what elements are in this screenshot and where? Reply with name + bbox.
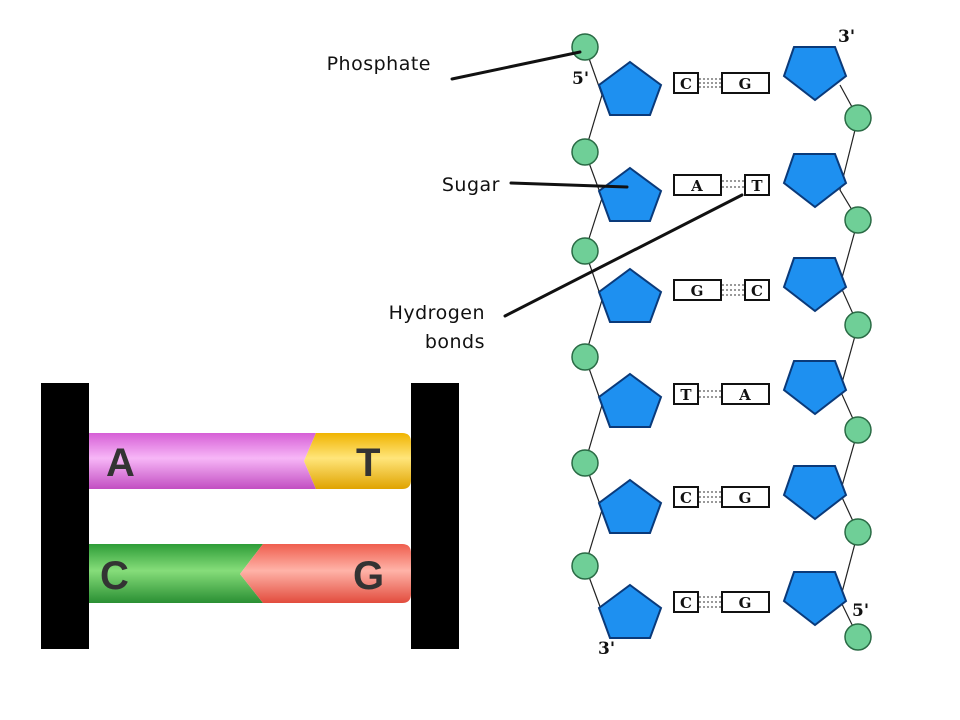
hydrogen-bond-pointer-line [503,193,744,318]
strand-end-bottom-right: 5' [852,601,869,621]
base-letter-left: G [691,282,704,300]
base-box-right [721,72,770,94]
base-letter-right: G [739,594,752,612]
phosphate-circle [844,416,872,444]
base-pair-row: C G [673,486,770,508]
base-box-right [721,591,770,613]
base-pair-row: C G [673,72,770,94]
base-box-right [744,279,770,301]
ladder-rail-left [41,383,89,649]
base-box-left [673,279,722,301]
ladder-model: A T C G [41,383,459,649]
strand-end-top-right: 3' [838,27,855,47]
ladder-letter-adenine: A [106,441,135,485]
base-letter-left: A [690,177,703,195]
right-phosphates [844,104,872,651]
label-phosphate: Phosphate [327,53,431,75]
cytosine-block [89,544,263,603]
adenine-block [89,433,316,489]
sugar-pentagon [597,478,663,534]
sugar-pentagon [597,583,663,639]
base-letter-right: G [739,75,752,93]
right-backbone [839,84,859,638]
phosphate-circle [844,623,872,651]
sugar-pointer-line [509,181,629,189]
base-letter-right: C [751,282,763,300]
base-letter-right: T [751,177,763,195]
strand-end-bottom-left: 3' [598,639,615,659]
label-hydrogen-line1: Hydrogen [389,302,485,324]
thymine-block [304,433,411,489]
phosphate-pointer-line [450,50,582,81]
base-box-left [673,486,699,508]
phosphate-circle [571,138,599,166]
phosphate-circle [571,33,599,61]
left-backbone [584,46,603,613]
left-sugars [597,60,663,639]
base-letter-left: C [680,594,692,612]
base-pair-row: A T [673,174,770,196]
phosphate-circle [844,104,872,132]
base-letter-right: A [738,386,751,404]
base-letter-left: C [680,489,692,507]
base-box-right [744,174,770,196]
sugar-pentagon [597,60,663,116]
phosphate-circle [571,343,599,371]
phosphate-circle [571,237,599,265]
phosphate-circle [844,206,872,234]
ladder-letter-cytosine: C [100,554,129,598]
sugar-pentagon [782,571,848,627]
base-pair-row: T A [673,383,770,405]
base-letter-right: G [739,489,752,507]
base-box-left [673,72,699,94]
sugar-pentagon [782,465,848,521]
base-box-left [673,591,699,613]
ladder-rail-right [411,383,459,649]
ladder-letter-guanine: G [353,554,384,598]
sugar-pentagon [597,166,663,222]
sugar-pentagon [597,372,663,428]
sugar-pentagon [782,153,848,209]
ladder-letter-thymine: T [356,441,380,485]
label-hydrogen-line2: bonds [425,331,485,353]
strand-end-top-left: 5' [572,69,589,89]
left-phosphates [571,33,599,580]
right-sugars [782,46,848,627]
phosphate-circle [844,518,872,546]
base-pair-row: G C [673,279,770,301]
base-box-left [673,174,722,196]
sugar-pentagon [782,360,848,416]
label-sugar: Sugar [442,174,500,196]
base-box-left [673,383,699,405]
sugar-pentagon [782,46,848,102]
base-letter-left: C [680,75,692,93]
phosphate-circle [571,552,599,580]
phosphate-circle [571,449,599,477]
guanine-block [240,544,411,603]
base-box-right [721,383,770,405]
base-pair-row: C G [673,591,770,613]
base-box-right [721,486,770,508]
sugar-pentagon [782,257,848,313]
phosphate-circle [844,311,872,339]
sugar-pentagon [597,267,663,323]
base-letter-left: T [680,386,692,404]
